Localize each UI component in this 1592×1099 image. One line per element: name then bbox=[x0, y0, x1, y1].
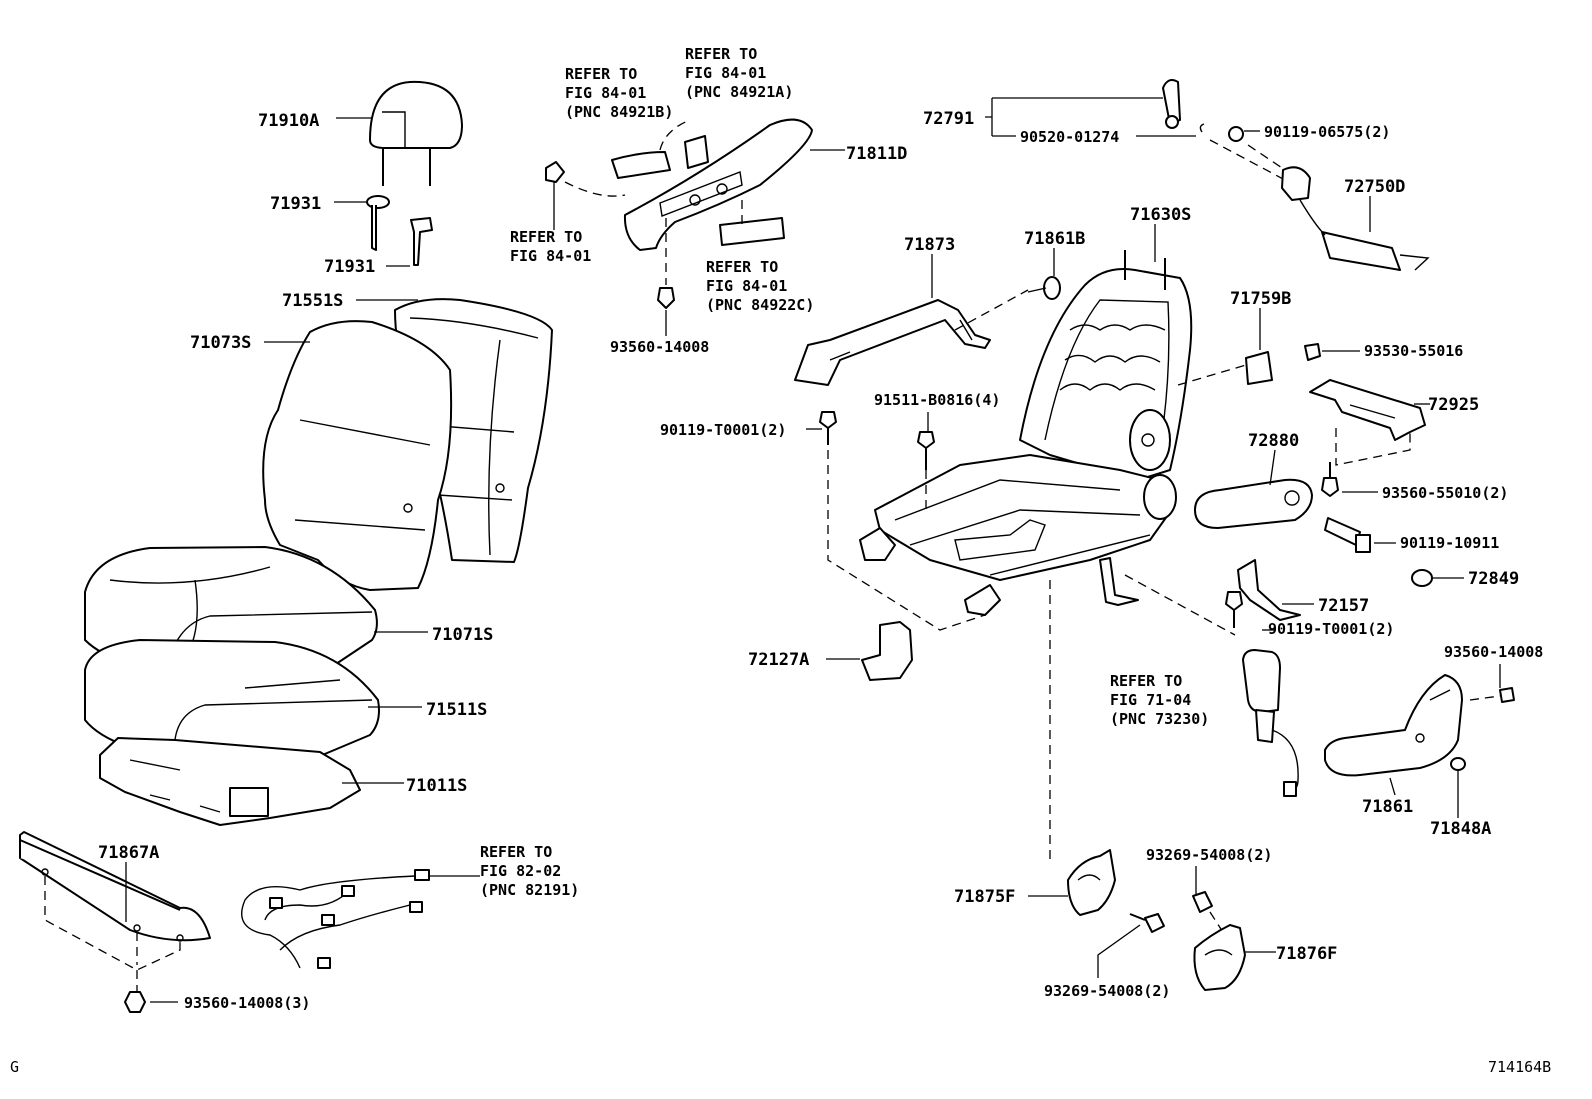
label-90119-T0001-a: 90119-T0001(2) bbox=[660, 421, 786, 439]
ref-73230-line3: (PNC 73230) bbox=[1110, 710, 1209, 728]
screw-93560-55010-drawing bbox=[1321, 462, 1339, 497]
label-71073S: 71073S bbox=[190, 333, 251, 353]
hinge-cover-71875F-drawing bbox=[1067, 849, 1116, 916]
side-cover-71861-drawing bbox=[1324, 674, 1463, 777]
label-72157: 72157 bbox=[1318, 596, 1369, 616]
figure-code: 714164B bbox=[1488, 1058, 1551, 1076]
ref-84922C-line3: (PNC 84922C) bbox=[706, 296, 814, 314]
ref-73230-line1: REFER TO bbox=[1110, 672, 1182, 690]
label-91511-B0816: 91511-B0816(4) bbox=[874, 391, 1000, 409]
seat-frame-drawing bbox=[827, 250, 1236, 860]
reference-notes: REFER TO FIG 84-01 (PNC 84921B) REFER TO… bbox=[480, 45, 1209, 899]
label-72127A: 72127A bbox=[748, 650, 809, 670]
seatback-front-drawing bbox=[262, 320, 505, 591]
ref-84921A-line2: FIG 84-01 bbox=[685, 64, 766, 82]
leader-lines bbox=[125, 97, 1501, 1003]
label-72925: 72925 bbox=[1428, 395, 1479, 415]
label-72880: 72880 bbox=[1248, 431, 1299, 451]
label-71910A: 71910A bbox=[258, 111, 319, 131]
label-93560-14008-b: 93560-14008 bbox=[1444, 643, 1543, 661]
label-72791: 72791 bbox=[923, 109, 974, 129]
cap-72849-drawing bbox=[1411, 569, 1433, 587]
label-71861: 71861 bbox=[1362, 797, 1413, 817]
label-71511S: 71511S bbox=[426, 700, 487, 720]
label-71759B: 71759B bbox=[1230, 289, 1291, 309]
cover-bracket-drawing bbox=[794, 299, 991, 386]
ref-82191-line1: REFER TO bbox=[480, 843, 552, 861]
screw-93560-14008-drawing bbox=[1469, 687, 1515, 703]
bolt-71861B-drawing bbox=[954, 276, 1061, 331]
lumbar-adjuster-drawing bbox=[1281, 166, 1430, 271]
part-labels: 71910A 71931 71931 71551S 71073S 71071S … bbox=[98, 109, 1543, 1012]
label-93530-55016: 93530-55016 bbox=[1364, 342, 1463, 360]
ref-82191-line3: (PNC 82191) bbox=[480, 881, 579, 899]
label-93269-54008-a: 93269-54008(2) bbox=[1146, 846, 1272, 864]
recliner-cover-72880-drawing bbox=[1194, 478, 1313, 529]
recliner-cover-drawing bbox=[545, 118, 813, 309]
cap-71848A-drawing bbox=[1450, 757, 1466, 771]
label-71861B: 71861B bbox=[1024, 229, 1085, 249]
screw-93269-b-drawing bbox=[1192, 891, 1229, 941]
ref-84921A-line3: (PNC 84921A) bbox=[685, 83, 793, 101]
seat-frame-pan-drawing bbox=[99, 737, 361, 826]
bolt-91511-drawing bbox=[917, 431, 935, 510]
label-71551S: 71551S bbox=[282, 291, 343, 311]
label-71848A: 71848A bbox=[1430, 819, 1491, 839]
ref-84921B-line1: REFER TO bbox=[565, 65, 637, 83]
seatbelt-buckle-drawing bbox=[1242, 649, 1299, 797]
label-72849: 72849 bbox=[1468, 569, 1519, 589]
label-71071S: 71071S bbox=[432, 625, 493, 645]
bracket-72157-drawing bbox=[1237, 559, 1301, 621]
label-71931-lower: 71931 bbox=[324, 257, 375, 277]
headrest-guide-drawing bbox=[366, 195, 433, 266]
screw-93530-drawing bbox=[1304, 343, 1321, 361]
label-93269-54008-b: 93269-54008(2) bbox=[1044, 982, 1170, 1000]
label-71630S: 71630S bbox=[1130, 205, 1191, 225]
label-93560-55010: 93560-55010(2) bbox=[1382, 484, 1508, 502]
label-71876F: 71876F bbox=[1276, 944, 1337, 964]
bracket-72925-drawing bbox=[1309, 379, 1426, 466]
bolt-90119-drawing bbox=[819, 411, 837, 445]
label-71811D: 71811D bbox=[846, 144, 907, 164]
label-71873: 71873 bbox=[904, 235, 955, 255]
label-72750D: 72750D bbox=[1344, 177, 1405, 197]
corner-left-mark: G bbox=[10, 1058, 19, 1076]
label-71931-upper: 71931 bbox=[270, 194, 321, 214]
screw-93269-a-drawing bbox=[1129, 913, 1165, 933]
ref-fig84-line2: FIG 84-01 bbox=[510, 247, 591, 265]
bolt-72157-drawing bbox=[1225, 591, 1243, 628]
headrest-drawing bbox=[369, 80, 463, 186]
ref-84921A-line1: REFER TO bbox=[685, 45, 757, 63]
label-93560-14008-3: 93560-14008(3) bbox=[184, 994, 310, 1012]
label-90119-T0001-b: 90119-T0001(2) bbox=[1268, 620, 1394, 638]
ref-fig84-line1: REFER TO bbox=[510, 228, 582, 246]
label-90119-10911: 90119-10911 bbox=[1400, 534, 1499, 552]
label-90520-01274: 90520-01274 bbox=[1020, 128, 1119, 146]
ref-73230-line2: FIG 71-04 bbox=[1110, 691, 1191, 709]
ref-82191-line2: FIG 82-02 bbox=[480, 862, 561, 880]
side-trim-drawing bbox=[19, 831, 211, 1013]
label-71875F: 71875F bbox=[954, 887, 1015, 907]
label-71011S: 71011S bbox=[406, 776, 467, 796]
ref-84921B-line2: FIG 84-01 bbox=[565, 84, 646, 102]
hinge-cover-71876F-drawing bbox=[1193, 924, 1246, 991]
label-90119-06575: 90119-06575(2) bbox=[1264, 123, 1390, 141]
wire-harness-drawing bbox=[240, 869, 430, 969]
label-93560-14008-a: 93560-14008 bbox=[610, 338, 709, 356]
foot-cover-drawing bbox=[861, 621, 913, 681]
clip-71759B-drawing bbox=[1177, 351, 1273, 386]
bolt-90119-10911-drawing bbox=[1324, 517, 1371, 553]
label-71867A: 71867A bbox=[98, 843, 159, 863]
ref-84922C-line1: REFER TO bbox=[706, 258, 778, 276]
lumbar-lever-drawing bbox=[1162, 79, 1205, 133]
ref-84922C-line2: FIG 84-01 bbox=[706, 277, 787, 295]
ref-84921B-line3: (PNC 84921B) bbox=[565, 103, 673, 121]
